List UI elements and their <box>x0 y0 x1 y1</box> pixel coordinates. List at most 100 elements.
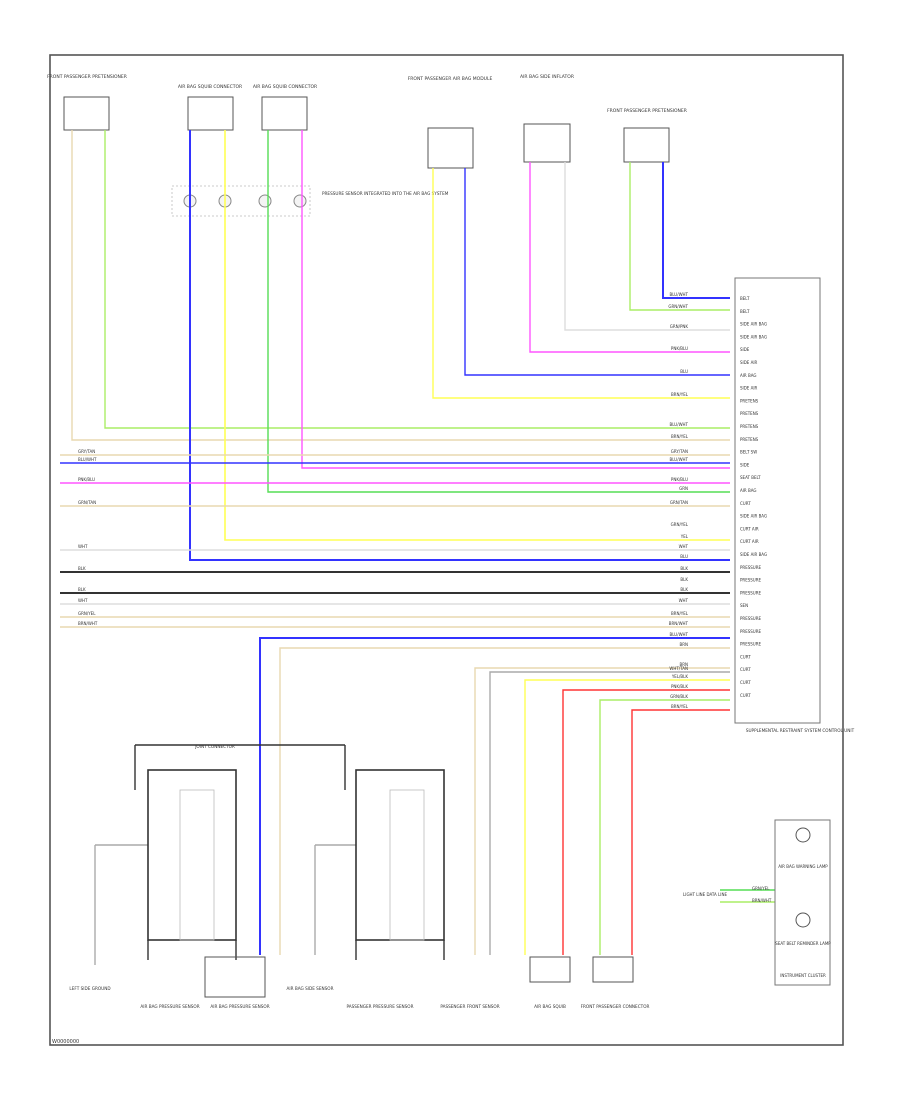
module-pin-13: SIDE <box>740 462 750 467</box>
control-module-box <box>734 277 821 724</box>
wire-3 <box>224 130 730 541</box>
left-wire-label-3: GRN/TAN <box>78 500 96 505</box>
module-pin-6: AIR BAG <box>740 373 756 378</box>
right-wire-label-14: YEL <box>680 534 689 539</box>
module-pin-15: AIR BAG <box>740 488 756 493</box>
wire-26 <box>524 679 730 955</box>
left-wire-label-2: PNK/BLU <box>78 477 95 482</box>
wire-7 <box>464 168 730 376</box>
front-pretensioner-left: FRONT PASSENGER PRETENSIONER <box>47 74 127 131</box>
seatbelt-lamp-label: SEAT BELT REMINDER LAMP <box>775 941 831 946</box>
airbag-module-box-left <box>204 956 266 998</box>
bottom-sensor-group-left <box>147 769 266 998</box>
module-pin-9: PRETENS <box>740 411 759 416</box>
wire-label-group: GRY/TAN BLU/WHT PNK/BLU GRN/TAN WHT BLK BLK WHT… <box>78 292 767 709</box>
bottom-label-b3: AIR BAG PRESSURE SENSOR <box>210 1004 269 1009</box>
airbag-left-1: AIR BAG SQUIB CONNECTOR <box>178 84 242 131</box>
shorting-note: PRESSURE SENSOR INTEGRATED INTO THE AIR … <box>322 191 449 196</box>
wire-29 <box>631 709 730 955</box>
airbag-warning-lamp-icon <box>795 827 811 843</box>
left-wire-label-9: BRN/WHT <box>78 621 98 626</box>
module-pin-8: PRETENS <box>740 398 759 403</box>
right-sensor-frame <box>355 769 445 941</box>
instrument-cluster-label: INSTRUMENT CLUSTER <box>780 973 826 978</box>
module-pin-27: PRESSURE <box>740 642 762 647</box>
module-pin-22: PRESSURE <box>740 578 762 583</box>
cluster-wire-label-1: GRN/YEL <box>752 886 770 891</box>
wire-group <box>60 130 775 965</box>
right-wire-label-25: BRN <box>679 662 688 667</box>
module-pin-7: SIDE AIR <box>740 386 758 391</box>
side-airbag: AIR BAG SIDE INFLATOR <box>520 74 574 163</box>
wire-4 <box>267 130 730 493</box>
module-pin-23: PRESSURE <box>740 590 762 595</box>
right-wire-label-3: PNK/BLU <box>671 346 688 351</box>
module-pin-2: SIDE AIR BAG <box>740 322 767 327</box>
shorting-bar-box <box>171 185 311 217</box>
right-wire-label-15: WHT <box>679 544 689 549</box>
module-pin-14: SEAT BELT <box>740 475 761 480</box>
bottom-label-b6: PASSENGER FRONT SENSOR <box>440 1004 499 1009</box>
bottom-sensor-group-right <box>355 769 445 941</box>
right-wire-label-1: GRN/WHT <box>668 304 688 309</box>
module-pin-3: SIDE AIR BAG <box>740 334 767 339</box>
module-pin-29: CURT <box>740 667 751 672</box>
cluster-wire-label-2: BRN/WHT <box>752 898 772 903</box>
control-module: SUPPLEMENTAL RESTRAINT SYSTEM CONTROL UN… <box>734 277 855 733</box>
module-pin-24: SEN <box>740 603 748 608</box>
module-pin-11: PRETENS <box>740 437 759 442</box>
diagram-frame <box>49 54 844 1046</box>
right-wire-label-22: BRN/WHT <box>669 621 689 626</box>
left-sensor-frame <box>147 769 237 941</box>
right-wire-label-23: BLU/WHT <box>670 632 689 637</box>
shorting-bar: PRESSURE SENSOR INTEGRATED INTO THE AIR … <box>171 185 449 217</box>
wire-11 <box>662 162 730 299</box>
right-wire-label-9: BLU/WHT <box>670 457 689 462</box>
module-pin-12: BELT SW <box>740 450 757 455</box>
left-wire-label-4: WHT <box>78 544 88 549</box>
airbag-left-1-label: AIR BAG SQUIB CONNECTOR <box>178 84 242 90</box>
module-pin-16: CURT <box>740 501 751 506</box>
airbag-left-1-box <box>187 96 234 131</box>
right-wire-label-2: GRN/PNK <box>670 324 689 329</box>
right-wire-label-26: WHT/TAN <box>669 666 688 671</box>
front-pretensioner-right-box <box>623 127 670 163</box>
seatbelt-lamp-icon <box>795 912 811 928</box>
right-wire-label-6: BLU/WHT <box>670 422 689 427</box>
left-wire-label-5: BLK <box>78 566 86 571</box>
right-wire-label-30: BRN/YEL <box>671 704 689 709</box>
right-sensor-inner <box>389 789 425 941</box>
module-pin-18: CURT AIR <box>740 526 759 531</box>
module-pin-21: PRESSURE <box>740 565 762 570</box>
right-wire-label-29: GRN/BLK <box>670 694 688 699</box>
right-wire-label-20: WHT <box>679 598 689 603</box>
wire-2 <box>189 130 730 561</box>
module-pin-1: BELT <box>740 309 750 314</box>
side-airbag-box <box>523 123 571 163</box>
module-pin-0: BELT <box>740 296 750 301</box>
left-sensor-inner <box>179 789 215 941</box>
bottom-label-b4: AIR BAG SIDE SENSOR <box>287 986 334 991</box>
airbag-left-2-box <box>261 96 308 131</box>
cluster-note: LIGHT LINE DATA LINE <box>683 892 727 897</box>
right-wire-label-13: GRN/YEL <box>671 522 689 527</box>
wire-28 <box>599 699 730 955</box>
front-pretensioner-left-label: FRONT PASSENGER PRETENSIONER <box>47 74 127 80</box>
right-wire-label-0: BLU/WHT <box>670 292 689 297</box>
bottom-label-b8: FRONT PASSENGER CONNECTOR <box>581 1004 650 1009</box>
shorting-terminal-4 <box>293 194 307 208</box>
module-pin-17: SIDE AIR BAG <box>740 514 767 519</box>
front-pretensioner-left-box <box>63 96 110 131</box>
right-wire-label-8: GRY/TAN <box>671 449 688 454</box>
right-wire-label-18: BLK <box>680 577 688 582</box>
shorting-terminal-3 <box>258 194 272 208</box>
wire-5 <box>301 130 730 469</box>
airbag-left-2: AIR BAG SQUIB CONNECTOR <box>253 84 317 131</box>
airbag-left-2-label: AIR BAG SQUIB CONNECTOR <box>253 84 317 90</box>
module-pin-20: SIDE AIR BAG <box>740 552 767 557</box>
right-wire-label-28: PNK/BLK <box>671 684 688 689</box>
left-wire-label-0: GRY/TAN <box>78 449 95 454</box>
wire-0 <box>71 130 730 441</box>
airbag-warning-lamp-label: AIR BAG WARNING LAMP <box>778 864 828 869</box>
